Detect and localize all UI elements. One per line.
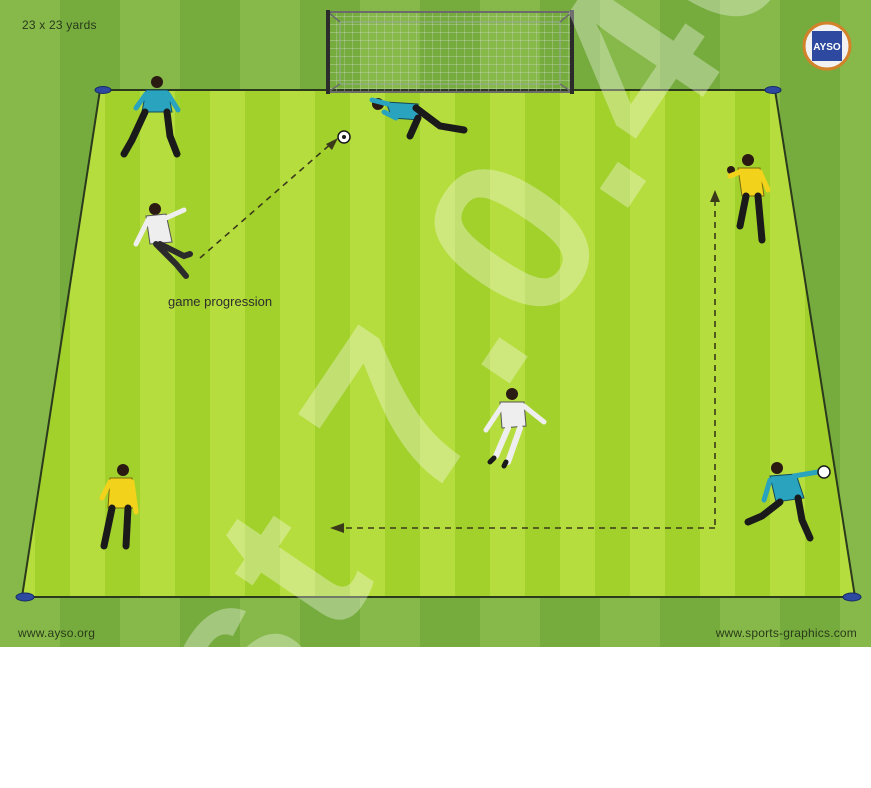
ball-icon [818, 466, 830, 478]
field-canvas: AYSO [0, 0, 871, 647]
logo-text: AYSO [813, 42, 841, 53]
field-size-label: 23 x 23 yards [22, 18, 97, 32]
ball-icon [338, 131, 350, 143]
logo-icon: AYSO [804, 23, 850, 69]
pitch-area [22, 90, 855, 597]
caption-label: game progression [168, 294, 272, 309]
training-diagram: AYSO [0, 0, 871, 647]
site-link-left[interactable]: www.ayso.org [18, 626, 95, 640]
site-link-right[interactable]: www.sports-graphics.com [716, 626, 857, 640]
goal-icon [326, 10, 574, 94]
